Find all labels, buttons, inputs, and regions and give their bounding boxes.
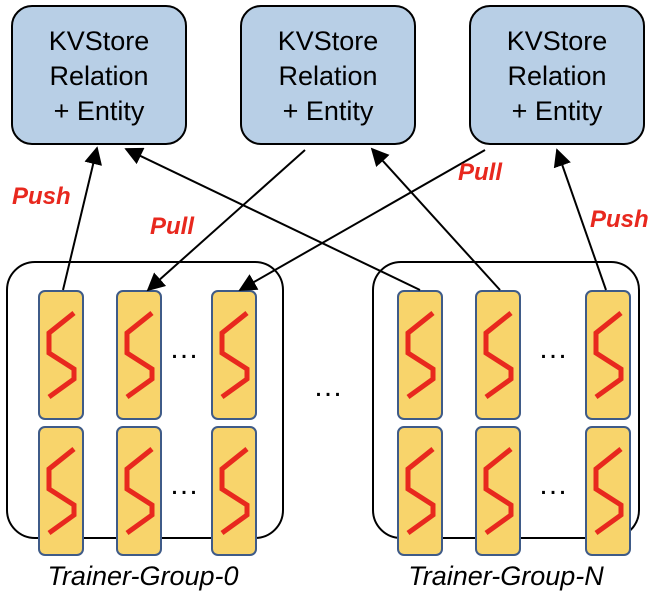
zigzag-icon	[219, 447, 250, 536]
worker-tile	[397, 426, 443, 556]
zigzag-icon	[593, 311, 624, 400]
kvstore-relation: Relation	[507, 61, 606, 91]
group0-row1-ellipsis: …	[169, 332, 199, 365]
groupn-row1-ellipsis: …	[538, 332, 568, 365]
zigzag-icon	[124, 447, 155, 536]
kvstore-node-0: KVStore Relation + Entity	[11, 5, 187, 145]
trainer-group-n-label: Trainer-Group-N	[408, 561, 604, 591]
pull-label-right: Pull	[458, 159, 503, 186]
worker-tile	[397, 290, 443, 420]
worker-tile	[475, 426, 521, 556]
kvstore-entity: + Entity	[283, 96, 374, 126]
push-label-right: Push	[590, 206, 649, 233]
zigzag-icon	[405, 447, 436, 536]
kvstore-entity: + Entity	[54, 96, 145, 126]
worker-tile	[475, 290, 521, 420]
zigzag-icon	[483, 447, 514, 536]
kvstore-relation: Relation	[49, 61, 148, 91]
group0-row2-ellipsis: …	[169, 468, 199, 501]
worker-tile	[38, 426, 84, 556]
zigzag-icon	[593, 447, 624, 536]
worker-tile	[211, 290, 257, 420]
push-arrow-left	[62, 146, 102, 291]
between-groups-ellipsis: …	[313, 370, 343, 403]
zigzag-icon	[483, 311, 514, 400]
kvstore-title: KVStore	[278, 26, 379, 56]
kvstore-entity: + Entity	[512, 96, 603, 126]
groupn-row2-ellipsis: …	[538, 468, 568, 501]
worker-tile	[585, 290, 631, 420]
zigzag-icon	[46, 447, 77, 536]
zigzag-icon	[46, 311, 77, 400]
push-arrow-right	[553, 148, 607, 291]
worker-tile	[116, 426, 162, 556]
kvstore-relation: Relation	[278, 61, 377, 91]
kvstore-title: KVStore	[507, 26, 608, 56]
trainer-group-0-label: Trainer-Group-0	[47, 561, 238, 591]
worker-tiles	[38, 290, 631, 556]
worker-tile	[211, 426, 257, 556]
worker-tile	[38, 290, 84, 420]
pull-arrow-kv2-to-group0	[238, 149, 486, 291]
kvstore-title: KVStore	[49, 26, 150, 56]
pull-label-left: Pull	[150, 213, 195, 240]
push-label-left: Push	[12, 183, 71, 210]
pull-arrow-kv1-to-group0	[146, 149, 306, 292]
kvstore-node-2: KVStore Relation + Entity	[469, 5, 645, 145]
push-arrow-groupn-to-kv1	[370, 147, 501, 291]
zigzag-icon	[219, 311, 250, 400]
push-arrow-groupn-to-kv0	[124, 147, 421, 291]
kvstore-node-1: KVStore Relation + Entity	[240, 5, 416, 145]
worker-tile	[585, 426, 631, 556]
zigzag-icon	[405, 311, 436, 400]
zigzag-icon	[124, 311, 155, 400]
worker-tile	[116, 290, 162, 420]
